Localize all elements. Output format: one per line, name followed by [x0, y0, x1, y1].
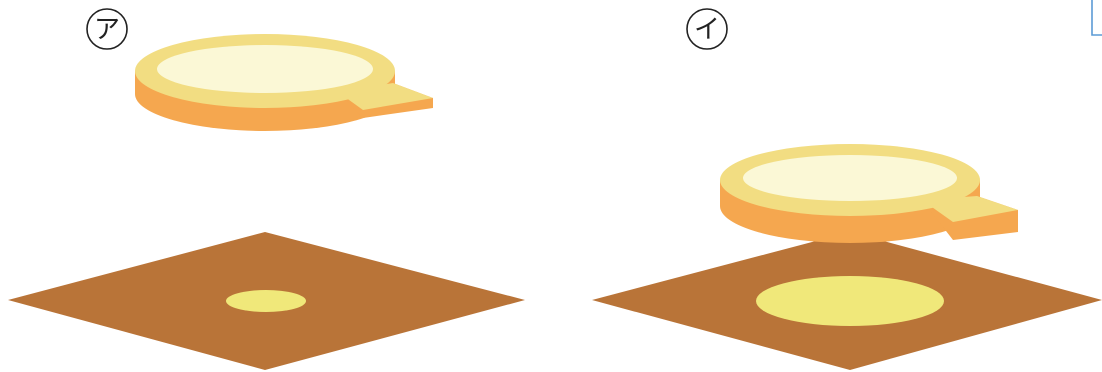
- light-spot-a: [226, 290, 306, 312]
- lens-glass-a: [157, 45, 373, 93]
- panel-a-label: ア: [94, 15, 120, 45]
- panel-b-label-circle: [686, 8, 728, 50]
- lens-glass-b: [743, 155, 957, 201]
- panel-b-label: イ: [694, 15, 720, 45]
- panel-a-label-circle: [86, 8, 128, 50]
- light-spot-b: [756, 276, 944, 326]
- magnifying-glass-b: [720, 144, 1018, 243]
- panel-b: イ: [592, 8, 1102, 370]
- edge-bracket: [1091, 0, 1102, 36]
- panel-a: ア: [8, 8, 525, 370]
- magnifying-glass-a: [135, 34, 433, 131]
